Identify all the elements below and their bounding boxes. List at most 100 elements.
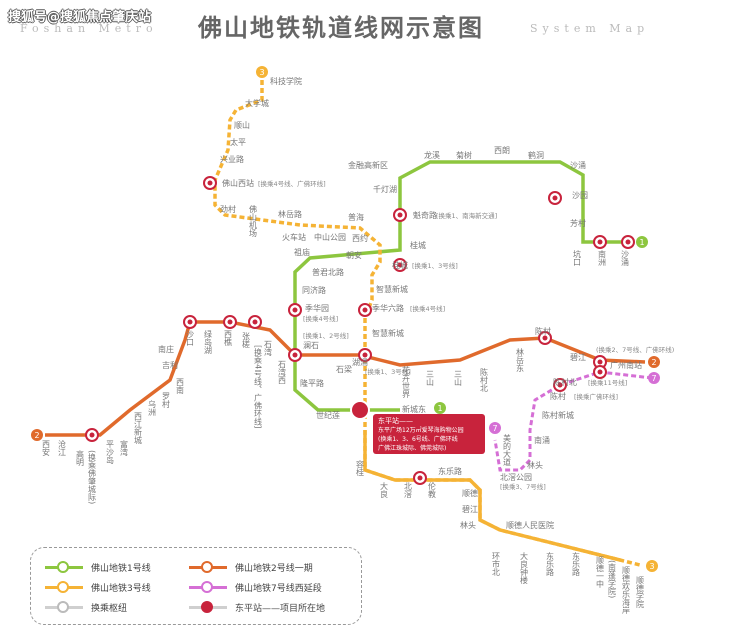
interchange-icon-core xyxy=(417,475,423,481)
line7-path xyxy=(493,370,653,472)
legend-interchange-label: 换乘枢纽 xyxy=(91,603,128,614)
station-nanzhuang: 南庄 xyxy=(158,344,174,354)
svg-text:广佛江珠城际、佛莞城际): 广佛江珠城际、佛莞城际) xyxy=(378,444,446,452)
station-daliang: 大良 xyxy=(380,481,389,499)
svg-text:东平站——: 东平站—— xyxy=(378,416,413,425)
title-english-left: Foshan Metro xyxy=(20,22,158,35)
station-dongle: 东乐路 xyxy=(546,551,555,576)
station-shunde: 北滘公园 xyxy=(500,473,532,482)
station-daliangzhonglou: 大良钟楼 xyxy=(520,551,529,585)
station-xiyu: 西约 xyxy=(352,233,368,243)
interchange-icon-core xyxy=(252,319,258,325)
station-tongji: 普君北路 xyxy=(312,267,344,277)
svg-text:1: 1 xyxy=(639,238,644,247)
interchange-icon-core xyxy=(207,180,213,186)
station-zhangcha-note: [换乘4号线、广佛环线] xyxy=(254,345,263,428)
station-shazhou: 沙涌 xyxy=(570,160,586,170)
station-guicheng-note: [换乘1、3号线] xyxy=(412,261,458,270)
station-shunde-yizhong-note: (南蓬学院) xyxy=(608,560,617,598)
line7-badge-west: 7 xyxy=(489,422,501,434)
station-leliu: 伦教 xyxy=(428,481,437,499)
station-lvdaohu: 绿岛湖 xyxy=(204,330,213,355)
station-qiandeng: 千灯湖 xyxy=(373,184,397,194)
station-gaoming: 高明 xyxy=(76,449,85,467)
station-chancunbei: 陈村北 xyxy=(553,377,577,387)
station-xian: 西安 xyxy=(42,440,51,457)
station-foshanxizhan: 佛山西站 xyxy=(222,178,254,188)
station-puhe: 普海 xyxy=(348,212,364,222)
line2-badge-east: 2 xyxy=(648,356,660,368)
station-guangzhounan: 广州南站 xyxy=(610,360,642,370)
station-huochezhan: 火车站 xyxy=(282,232,306,242)
legend-line1: 佛山地铁1号线 xyxy=(45,560,151,574)
interchange-icon-core xyxy=(597,359,603,365)
interchange-icon-core xyxy=(625,239,631,245)
legend-line1-label: 佛山地铁1号线 xyxy=(91,563,151,574)
station-shishan: 平沙岛 xyxy=(106,440,115,465)
dongping-station-icon xyxy=(201,600,213,613)
station-jihua-note: [换乘4号线] xyxy=(410,304,445,313)
station-lijialu: 林岳路 xyxy=(278,209,302,219)
station-linpo: 林头 xyxy=(527,460,543,470)
svg-text:东平广场12万㎡爱琴海购物公园: 东平广场12万㎡爱琴海购物公园 xyxy=(378,426,464,434)
station-beijiao-south: 北滘 xyxy=(404,482,413,499)
station-chancun-note: [换乘广佛环线] xyxy=(574,392,618,401)
interchange-icon-core xyxy=(557,382,563,388)
station-guangdong: 顺德 xyxy=(462,488,478,498)
station-dali: 富湾 xyxy=(120,439,129,457)
station-xingyeqiao: 兴业路 xyxy=(220,154,244,164)
station-foshanxizhan-note: [换乘4号线、广佛环线] xyxy=(258,179,326,188)
interchange-icon-core xyxy=(362,352,368,358)
station-lanshi-note: [换乘1、2号线] xyxy=(303,331,349,340)
station-taiping: 太平 xyxy=(230,137,246,147)
legend-line7: 佛山地铁7号线西延段 xyxy=(189,580,322,594)
station-chencun-east: 陈村 xyxy=(535,326,551,336)
line1-badge-end: 1 xyxy=(636,236,648,248)
interchange-icon-core xyxy=(292,352,298,358)
station-nanzhou: 南洲 xyxy=(598,249,607,266)
station-shunde-note: [换乘3、7号线] xyxy=(500,482,546,491)
station-zhuhai-note: [换乘4号线] xyxy=(303,314,338,323)
station-xinhui: 林头 xyxy=(460,520,476,530)
interchange-icon-core xyxy=(187,319,193,325)
interchange-icon-core xyxy=(597,369,603,375)
station-shunde-renmin: 顺德人民医院 xyxy=(506,520,554,530)
legend-line3-label: 佛山地铁3号线 xyxy=(91,583,151,594)
station-kuiqi: 魁奇路 xyxy=(413,210,437,220)
legend-line2: 佛山地铁2号线一期 xyxy=(189,560,313,574)
line2-badge-west: 2 xyxy=(31,429,43,441)
station-dongle-top: 东乐路 xyxy=(438,466,462,476)
interchange-markers xyxy=(85,176,635,485)
line2-path xyxy=(45,320,646,437)
map-title: 佛山地铁轨道线网示意图 xyxy=(198,14,484,42)
interchange-icon-core xyxy=(227,319,233,325)
dongping-station-icon xyxy=(350,400,370,420)
station-xiqiao: 西樵 xyxy=(224,330,233,347)
svg-text:3: 3 xyxy=(649,562,654,571)
interchange-icon-core xyxy=(542,335,548,341)
svg-text:2: 2 xyxy=(651,358,656,367)
interchange-icon-core xyxy=(597,239,603,245)
station-xiangyuan: 西江新城 xyxy=(134,412,143,445)
station-gongyuan: 隆平路 xyxy=(300,378,324,388)
line1-badge-xinchengdong: 1 xyxy=(434,402,446,414)
station-shahe: 沙园 xyxy=(572,191,588,200)
line3-path xyxy=(213,72,641,567)
svg-text:1: 1 xyxy=(437,404,442,413)
svg-text:7: 7 xyxy=(651,374,656,383)
station-jinshan: 劲村 xyxy=(220,204,236,214)
legend-dongping-label: 东平站——项目所在地 xyxy=(235,603,326,614)
interchange-icon-core xyxy=(397,262,403,268)
line3-badge-top: 3 xyxy=(256,66,268,78)
line3-badge-end: 3 xyxy=(646,560,658,572)
interchange-icon-core xyxy=(552,195,558,201)
station-gaoming-note: (换乘佛肇城际) xyxy=(88,450,97,504)
svg-text:2: 2 xyxy=(34,431,39,440)
station-shunde-xueyuan: 顺德学院 xyxy=(636,576,645,609)
station-lunjiao: 容桂 xyxy=(356,459,365,477)
station-yanggang: 坑口 xyxy=(573,249,582,266)
station-nanhai: 桂城 xyxy=(410,240,426,250)
station-zushan: 祖庙 xyxy=(294,247,310,257)
station-heyong: 鹤洞 xyxy=(528,150,544,160)
